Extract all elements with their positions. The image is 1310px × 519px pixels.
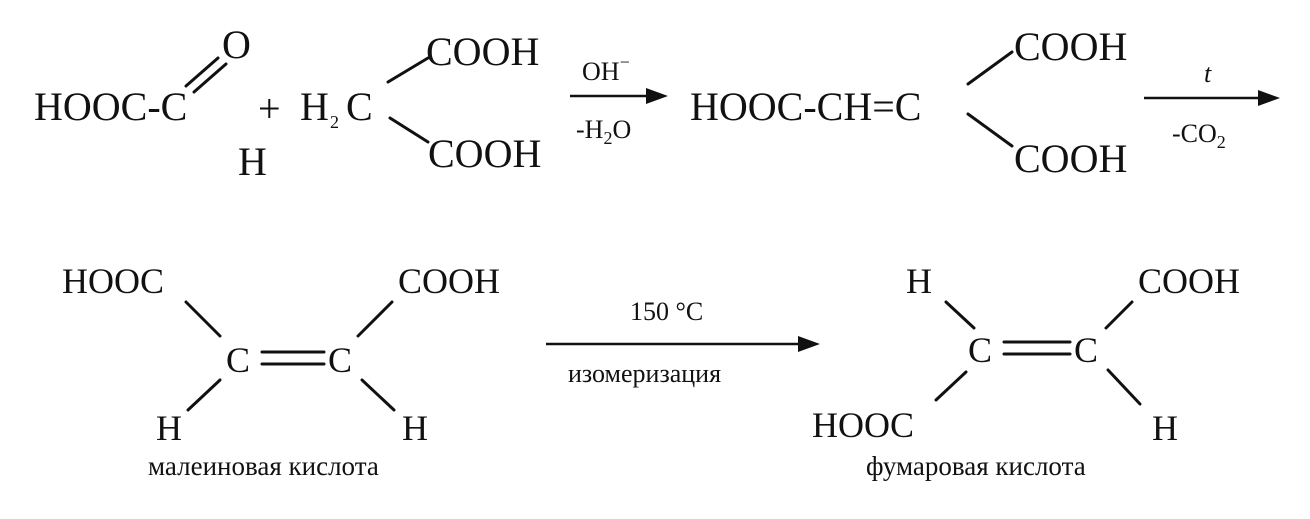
bond-to-cooh-top [386,56,430,84]
malonic-h: H [300,84,329,129]
reaction-arrow-2: t -CO2 [1144,59,1280,152]
malonic-h-subscript: 2 [330,112,339,132]
arrow2-condition-above: t [1204,59,1212,88]
fumaric-hooc: HOOC [812,405,914,445]
isomerization-label: изомеризация [568,359,721,388]
bond-cooh [1104,300,1134,330]
bond-to-cooh-top [966,50,1014,86]
fumaric-h-top: H [906,261,932,301]
maleic-cooh: COOH [398,261,500,301]
fumaric-cooh: COOH [1138,261,1240,301]
bond-hooc [934,370,968,402]
bond-to-cooh-bottom [966,112,1014,148]
glyoxylic-main-text: HOOC-C [34,84,187,129]
arrow1-head [646,88,668,104]
intermediate-cooh-bottom: COOH [1014,136,1127,181]
intermediate-compound: HOOC-CH=C COOH COOH [690,24,1127,181]
malonic-cooh-top: COOH [426,29,539,74]
plus-sign: + [258,86,281,131]
double-bond-line-2 [192,62,228,94]
fumaric-c2: C [1074,330,1098,370]
glyoxylic-acid: HOOC-C O H [34,22,267,184]
intermediate-main: HOOC-CH=C [690,84,921,129]
reaction-arrow-1: OH− -H2O [570,52,668,148]
arrow2-condition-below: -CO2 [1172,119,1226,152]
malonic-acid: H 2 C COOH COOH [300,29,541,176]
isomerization-temperature: 150 °C [630,297,703,326]
glyoxylic-oxygen: O [222,22,251,67]
bond-h-top [944,300,976,330]
maleic-acid: HOOC COOH C C H H малеиновая кислота [62,261,500,481]
bond-h-right [360,378,396,412]
maleic-c1: C [226,340,250,380]
bond-to-cooh-bottom [388,116,430,144]
maleic-c2: C [328,340,352,380]
fumaric-acid-name: фумаровая кислота [866,451,1086,481]
malonic-c: C [346,84,373,129]
maleic-acid-name: малеиновая кислота [148,451,379,481]
fumaric-h-bottom: H [1152,408,1178,448]
bond-h-left [186,378,222,412]
malonic-cooh-bottom: COOH [428,131,541,176]
double-bond-line-1 [184,56,220,88]
arrow1-condition-above: OH− [582,52,630,86]
glyoxylic-hydrogen: H [238,139,267,184]
arrow2-head [1258,90,1280,106]
isomerization-arrow: 150 °C изомеризация [546,297,820,388]
intermediate-cooh-top: COOH [1014,24,1127,69]
arrow1-condition-below: -H2O [576,115,631,148]
maleic-h-left: H [156,408,182,448]
bond-cooh [356,300,394,338]
fumaric-acid: H COOH C C HOOC H фумаровая кислота [812,261,1240,481]
bond-hooc [184,300,222,338]
maleic-hooc: HOOC [62,261,164,301]
bond-h-bottom [1106,368,1142,406]
maleic-h-right: H [402,408,428,448]
isomerization-arrow-head [798,336,820,352]
fumaric-c1: C [968,330,992,370]
